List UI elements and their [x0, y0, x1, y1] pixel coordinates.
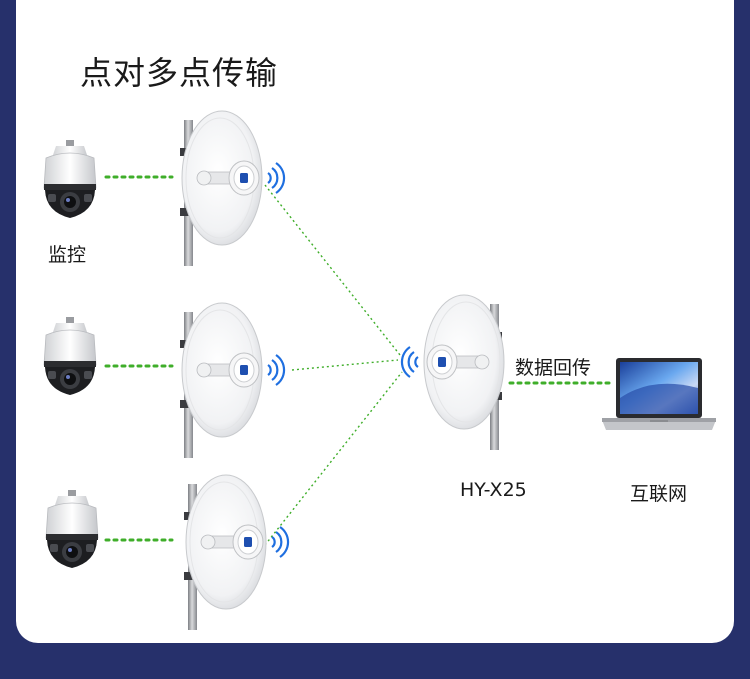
- laptop-icon: [602, 358, 716, 430]
- dish-antenna-icon: [179, 110, 263, 267]
- page-title: 点对多点传输: [80, 54, 279, 92]
- content-card: [16, 0, 734, 643]
- internet-label: 互联网: [630, 483, 688, 505]
- dish-antenna-icon: [183, 474, 267, 631]
- wifi-signal-icon: [266, 353, 286, 387]
- ptz-dome-camera-icon: [45, 489, 99, 569]
- dish-antenna-icon: [179, 302, 263, 459]
- backhaul-label: 数据回传: [515, 357, 592, 379]
- wireless-link-2: [291, 359, 399, 371]
- hub-device-label: HY-X25: [460, 479, 527, 501]
- camera-label: 监控: [48, 244, 87, 266]
- ptz-dome-camera-icon: [43, 139, 97, 219]
- wifi-signal-icon: [270, 525, 290, 559]
- wifi-signal-icon: [266, 161, 286, 195]
- ptz-dome-camera-icon: [43, 316, 97, 396]
- wireless-link-3: [264, 371, 403, 546]
- hub-dish-antenna-icon: [423, 294, 505, 451]
- wifi-signal-icon: [400, 345, 420, 379]
- wireless-link-1: [264, 184, 401, 356]
